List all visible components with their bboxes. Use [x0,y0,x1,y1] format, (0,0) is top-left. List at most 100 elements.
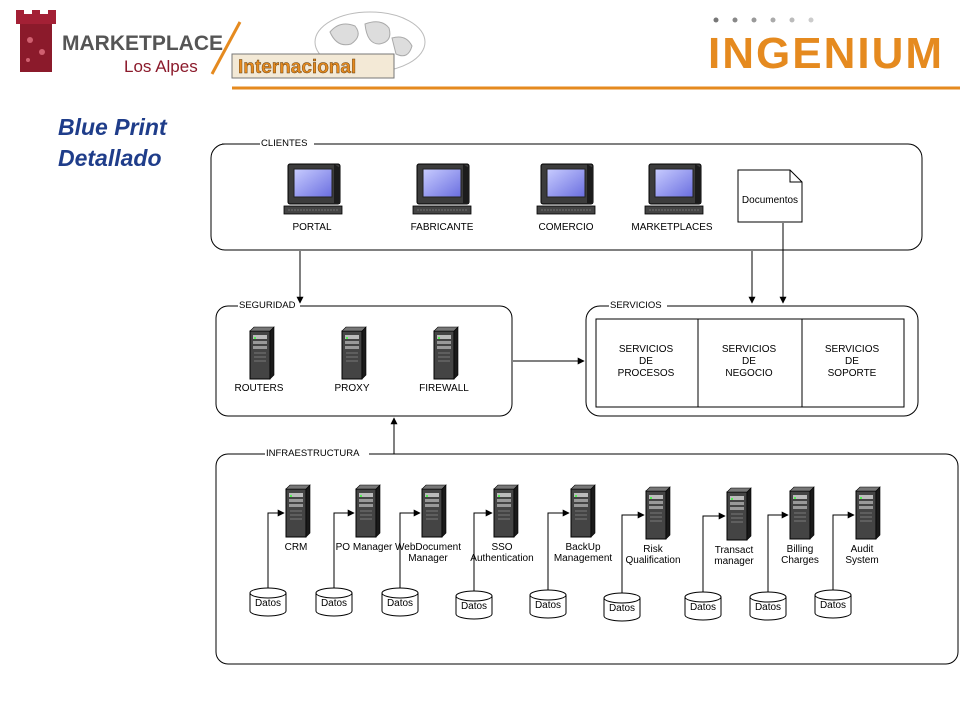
server-icon-routers [249,326,275,380]
connector-line [702,512,726,592]
document-label: Documentos [742,195,798,206]
servicios-table [595,318,905,408]
servicios-group: SERVICIOS SERVICIOS DE PROCESOS SERVICIO… [585,299,919,417]
page-title-line2: Detallado [58,145,162,171]
server-label: System [845,555,878,566]
server-icon [421,484,447,538]
svg-text:DE: DE [639,356,653,367]
world-map-icon [314,11,426,73]
server-label: manager [714,556,754,567]
server-label: Transact [715,545,754,556]
svg-text:DE: DE [845,356,859,367]
server-icon-proxy [341,326,367,380]
losalpes-text: Los Alpes [124,57,198,76]
computer-icon-portal [283,163,343,215]
service-procesos: SERVICIOS DE PROCESOS [618,344,675,379]
connector-line [333,509,355,588]
ingenium-logo: INGENIUM [708,17,944,78]
server-label: Charges [781,555,819,566]
server-label: BackUp [565,542,600,553]
service-negocio: SERVICIOS DE NEGOCIO [722,344,777,379]
document-icon [737,169,803,223]
logo-divider [210,21,242,75]
database-label: Datos [535,600,561,611]
svg-text:SOPORTE: SOPORTE [828,368,877,379]
database-label: Datos [387,598,413,609]
infraestructura-label: INFRAESTRUCTURA [266,448,360,459]
internacional-text: Internacional [238,57,356,78]
client-label-fabricante: FABRICANTE [411,222,474,233]
internacional-badge [231,53,395,79]
database-label: Datos [461,601,487,612]
security-label-proxy: PROXY [334,383,369,394]
castle-icon [16,10,56,72]
connector-line [767,511,789,592]
server-icon [789,486,815,540]
connector-line [473,509,493,591]
server-label: Qualification [625,555,680,566]
database-label: Datos [255,598,281,609]
svg-text:DE: DE [742,356,756,367]
infra-item: CRM Datos [249,484,311,617]
security-label-firewall: FIREWALL [419,383,469,394]
clientes-label: CLIENTES [261,138,307,149]
marketplace-text: MARKETPLACE [62,32,223,55]
server-label: Billing [787,544,814,555]
marketplace-logo: MARKETPLACE Los Alpes [16,10,223,76]
server-icon [493,484,519,538]
server-icon [855,486,881,540]
server-icon [285,484,311,538]
server-label: WebDocument [395,542,461,553]
computer-icon-fabricante [412,163,472,215]
seguridad-label: SEGURIDAD [239,300,296,311]
server-label: SSO [491,542,512,553]
svg-text:SERVICIOS: SERVICIOS [722,344,777,355]
ingenium-text: INGENIUM [708,29,944,78]
server-icon [645,486,671,540]
server-icon-firewall [433,326,459,380]
progress-dots-icon [713,17,814,23]
clientes-group: CLIENTES PORTAL FABRICANTE COMERCIO MARK… [210,137,923,251]
computer-icon-comercio [536,163,596,215]
servicios-label: SERVICIOS [610,300,662,311]
server-icon [355,484,381,538]
svg-text:NEGOCIO: NEGOCIO [725,368,772,379]
computer-icon-marketplaces [644,163,704,215]
server-label: Risk [643,544,663,555]
connector-line [832,511,855,590]
connectors [296,223,787,454]
page-title-line1: Blue Print [58,114,168,140]
server-icon [570,484,596,538]
database-label: Datos [755,602,781,613]
client-label-comercio: COMERCIO [539,222,594,233]
svg-text:PROCESOS: PROCESOS [618,368,675,379]
database-label: Datos [690,602,716,613]
svg-text:SERVICIOS: SERVICIOS [825,344,880,355]
connector-line [547,509,570,590]
database-label: Datos [820,600,846,611]
server-label: Management [554,553,613,564]
database-label: Datos [609,603,635,614]
server-label: Audit [851,544,874,555]
server-icon [726,487,752,541]
client-label-marketplaces: MARKETPLACES [631,222,712,233]
server-label: PO Manager [336,542,393,553]
seguridad-group: SEGURIDAD ROUTERS PROXY FIREWALL [215,299,513,417]
database-label: Datos [321,598,347,609]
server-label: CRM [285,542,308,553]
connector-line [267,509,285,588]
client-label-portal: PORTAL [292,222,332,233]
server-label: Manager [408,553,448,564]
connector-line [621,511,645,593]
security-label-routers: ROUTERS [235,383,284,394]
connector-line [399,509,421,588]
